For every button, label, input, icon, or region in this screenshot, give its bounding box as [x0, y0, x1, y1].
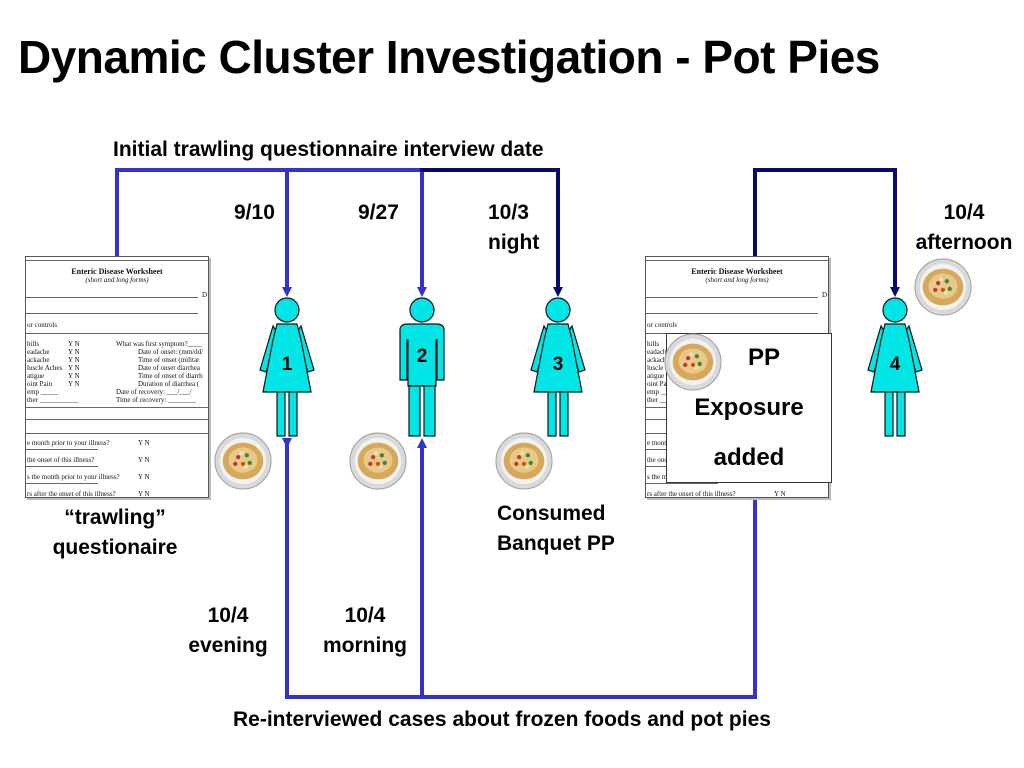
worksheet-subtitle: (short and long forms) [85, 276, 149, 284]
worksheet-symptom: hills [27, 340, 40, 348]
case-2-figure: 2 [399, 297, 445, 437]
worksheet-onset: Date of onset diarrhea [138, 364, 200, 372]
worksheet-yn: Y N [138, 490, 150, 498]
worksheet-symptom: atigue [647, 372, 665, 380]
worksheet-title: Enteric Disease Worksheet [71, 267, 163, 276]
worksheet-rule [26, 260, 208, 261]
worksheet-rule [646, 260, 828, 261]
case-number-label: 3 [553, 354, 564, 375]
worksheet-yn: Y N [68, 380, 80, 388]
pot-pie-icon [214, 432, 272, 495]
worksheet-yn: Y N [68, 340, 80, 348]
worksheet-title: Enteric Disease Worksheet [691, 267, 783, 276]
worksheet-yn: Y N [138, 439, 150, 447]
worksheet-symptom: ther ___________ [27, 396, 79, 404]
worksheet-question: e month prior to your illness? [27, 439, 110, 447]
worksheet-yn: Y N [68, 348, 80, 356]
case-number-label: 4 [890, 354, 901, 375]
worksheet-rule [26, 483, 98, 484]
case-4-figure: 4 [867, 297, 923, 437]
worksheet-symptom: eadache [27, 348, 50, 356]
worksheet-subtitle: (short and long forms) [705, 276, 769, 284]
pot-pie-icon [349, 432, 407, 495]
arrow-to-case-4 [753, 168, 900, 297]
worksheet-rule [26, 433, 208, 434]
exposure-line-3: added [713, 444, 785, 471]
worksheet-rule [646, 297, 818, 298]
date-case-2-initial: 9/27 [358, 201, 399, 224]
worksheet-question: the onset of this illness? [27, 456, 95, 464]
worksheet-rule [26, 297, 198, 298]
worksheet-yn: Y N [68, 372, 80, 380]
worksheet-rule [26, 419, 208, 420]
pot-pie-icon [914, 258, 972, 321]
worksheet-rule [646, 483, 718, 484]
worksheet-onset: Time of recovery: ________ [116, 396, 197, 404]
worksheet-rule [26, 407, 208, 408]
worksheet-question: rs after the onset of this illness? [27, 490, 116, 498]
bottom-bracket-line [282, 438, 757, 699]
case-1-figure: 1 [259, 297, 315, 437]
page-title: Dynamic Cluster Investigation - Pot Pies [18, 31, 880, 83]
worksheet-symptom: emp _____ [647, 388, 679, 396]
questionnaire-caption: “trawling”questionaire [52, 506, 178, 559]
worksheet-symptom: oint Pain [647, 380, 673, 388]
worksheet-symptom: emp _____ [27, 388, 59, 396]
pot-pie-icon [664, 333, 722, 396]
bottom-label: Re-interviewed cases about frozen foods … [233, 708, 771, 731]
worksheet-onset: Duration of diarrhea ( [138, 380, 200, 388]
arrow-to-case-3 [420, 168, 563, 297]
worksheet-yn: Y N [774, 490, 786, 498]
worksheet-rule [26, 333, 208, 334]
worksheet-symptom: eadache [647, 348, 670, 356]
worksheet-text: What was first symptom?____ [116, 340, 202, 348]
worksheet-onset: Time of onset (militar [138, 356, 200, 364]
worksheet-onset: Date of recovery: ___/___/ [116, 388, 192, 396]
case-number-label: 2 [417, 346, 428, 367]
worksheet-onset: Time of onset of diarrh [138, 372, 203, 380]
worksheet-yn: Y N [68, 364, 80, 372]
worksheet-symptom: luscle Aches [647, 364, 683, 372]
worksheet-symptom: atigue [27, 372, 45, 380]
pot-pie-icon [495, 432, 553, 495]
worksheet-text: or controls [647, 321, 678, 329]
worksheet-symptom: ackache [647, 356, 670, 364]
worksheet-yn: Y N [138, 473, 150, 481]
worksheet-rule [26, 466, 98, 467]
worksheet-symptom: hills [647, 340, 660, 348]
worksheet-rule [26, 449, 98, 450]
worksheet-onset: Date of onset: (mm/dd/ [138, 348, 204, 356]
worksheet-rule [26, 313, 198, 314]
case-number-label: 1 [282, 354, 293, 375]
worksheet-question: rs after the onset of this illness? [647, 490, 736, 498]
date-case-1-initial: 9/10 [234, 201, 275, 224]
worksheet-symptom: luscle Aches [27, 364, 63, 372]
top-bracket-line [115, 168, 420, 256]
worksheet-text: D [201, 291, 207, 299]
worksheet-symptom: ackache [27, 356, 50, 364]
exposure-line-1: PP [747, 344, 780, 371]
top-label: Initial trawling questionnaire interview… [113, 138, 544, 161]
worksheet-text: or controls [27, 321, 58, 329]
worksheet-symptom: oint Pain [27, 380, 53, 388]
exposure-line-2: Exposure [694, 394, 804, 421]
case-3-figure: 3 [530, 297, 586, 437]
worksheet-text: D [821, 291, 827, 299]
worksheet-question: s the month prior to your illness? [27, 473, 120, 481]
worksheet-yn: Y N [138, 456, 150, 464]
worksheet-document-left: Enteric Disease Worksheet(short and long… [25, 256, 209, 498]
worksheet-rule [646, 313, 818, 314]
worksheet-yn: Y N [68, 356, 80, 364]
